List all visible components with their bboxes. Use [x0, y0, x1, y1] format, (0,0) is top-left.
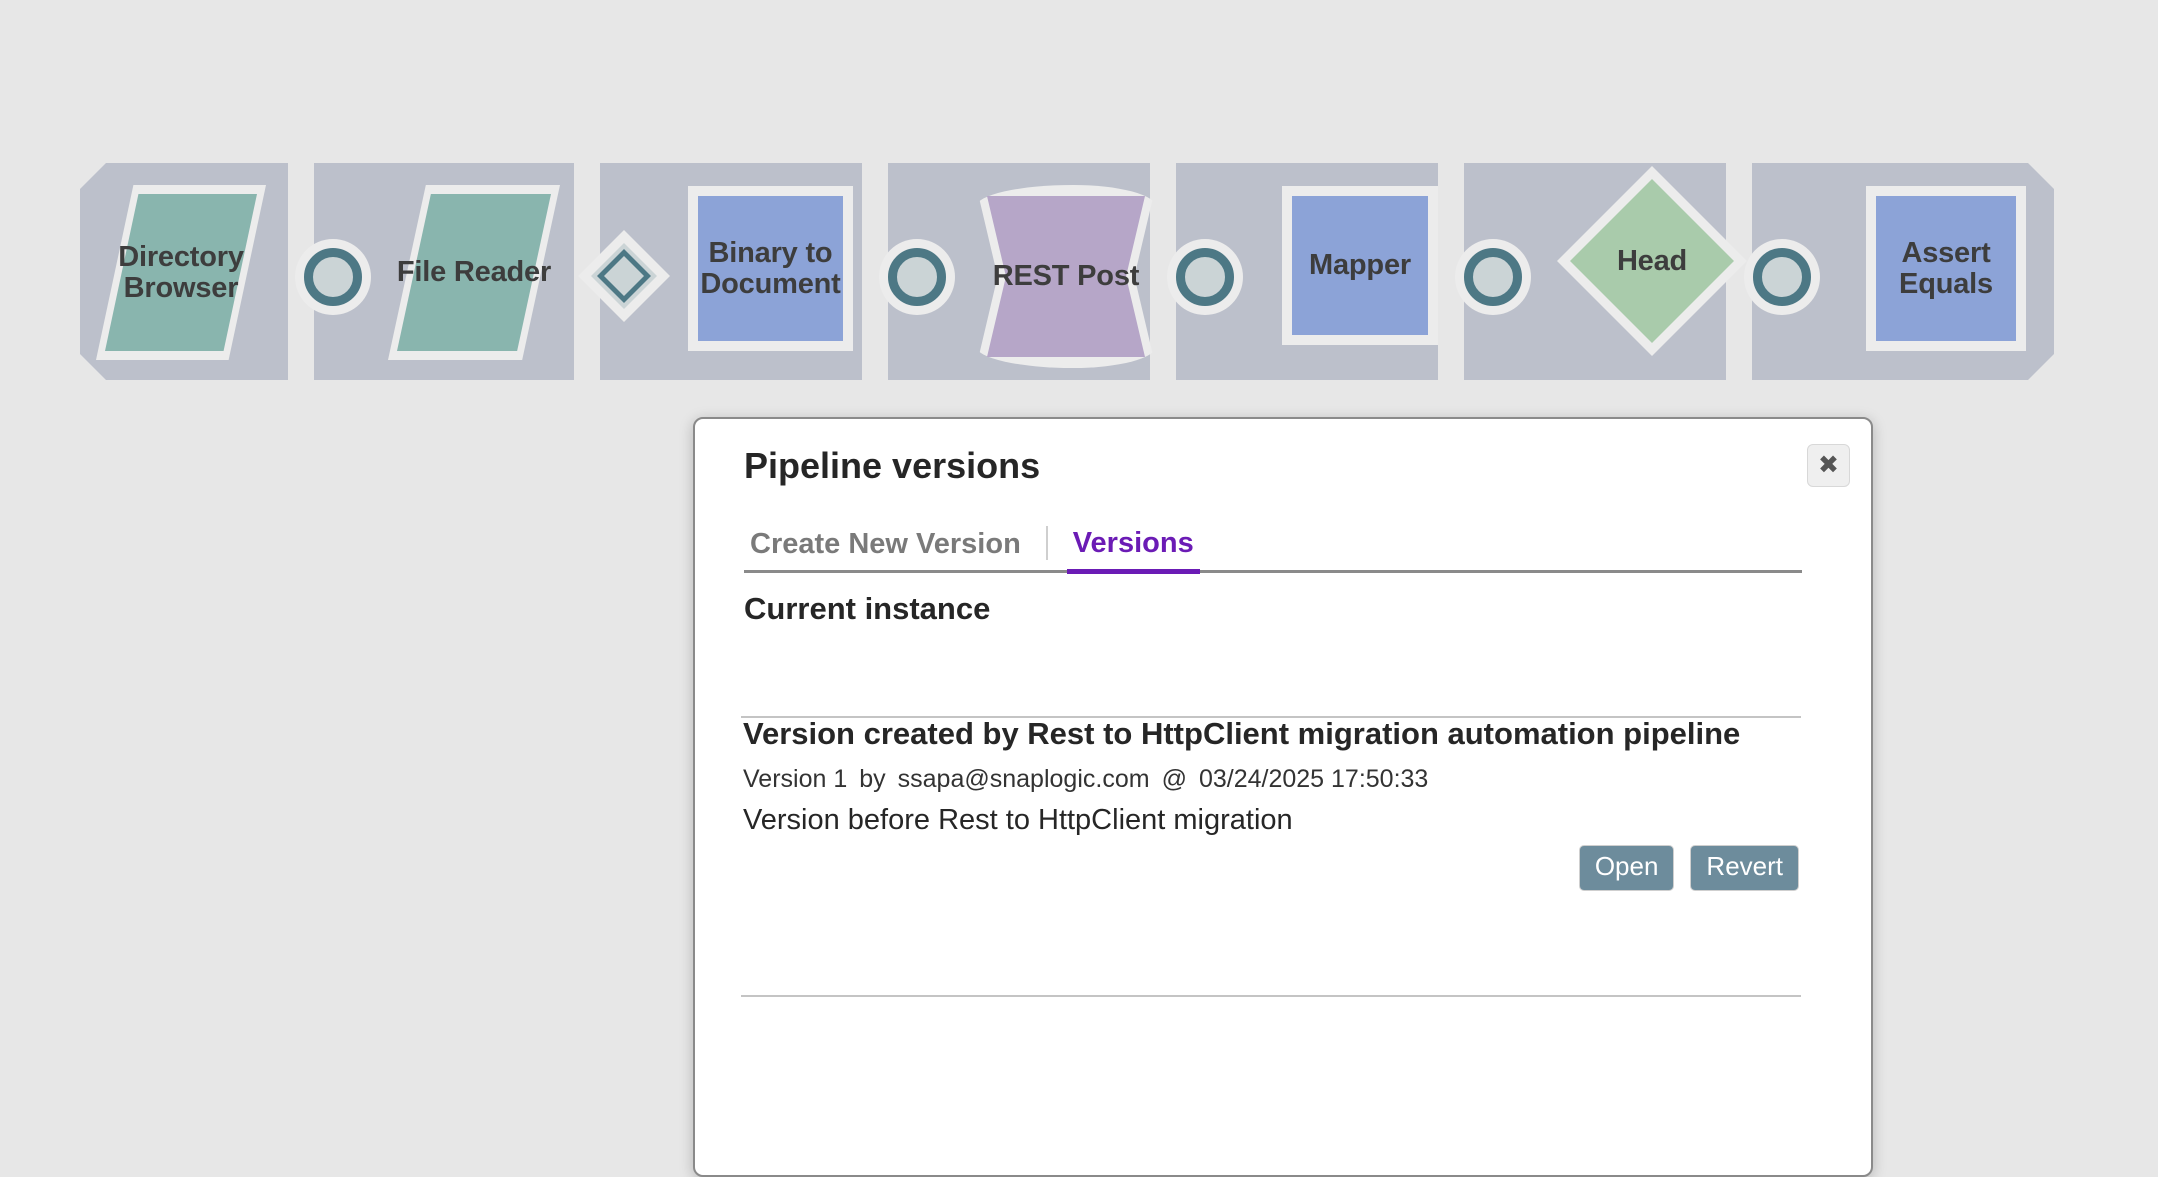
link-circle-icon[interactable]	[1167, 239, 1243, 315]
at-label: @	[1161, 765, 1187, 793]
current-instance-label: Current instance	[744, 591, 991, 626]
link-circle-icon[interactable]	[1455, 239, 1531, 315]
square-shape	[688, 186, 853, 351]
parallelogram-shape	[96, 185, 266, 360]
snap-node-label: Assert Equals	[1899, 237, 1993, 300]
tab-divider	[1045, 526, 1048, 560]
snap-node-label: Head	[1616, 244, 1688, 277]
divider	[741, 995, 1801, 997]
snap-node-label: REST Post	[992, 260, 1140, 293]
revert-button[interactable]: Revert	[1690, 845, 1799, 891]
version-actions: Open Revert	[1578, 845, 1799, 891]
parallelogram-shape	[388, 185, 560, 360]
snap-node-mapper[interactable]: Mapper	[1282, 186, 1438, 345]
version-description: Version before Rest to HttpClient migrat…	[743, 804, 1293, 836]
pipeline-versions-dialog: Pipeline versions ✖ Create New Version V…	[693, 417, 1873, 1177]
link-circle-icon[interactable]	[1744, 239, 1820, 315]
dialog-tabs: Create New Version Versions	[744, 524, 1802, 574]
dialog-title: Pipeline versions	[744, 445, 1041, 486]
version-meta: Version 1 by ssapa@snaplogic.com @03/24/202…	[743, 765, 1440, 794]
by-label: by	[859, 765, 886, 793]
barrel-shape	[976, 185, 1156, 368]
version-timestamp: 03/24/2025 17:50:33	[1198, 765, 1429, 793]
tab-create-new-version[interactable]: Create New Version	[750, 528, 1021, 560]
version-author: ssapa@snaplogic.com	[897, 765, 1150, 793]
snap-node-file-reader[interactable]: File Reader	[388, 185, 560, 360]
snap-node-label: Binary to Document	[700, 237, 841, 300]
snap-node-binary-to-document[interactable]: Binary to Document	[688, 186, 853, 351]
snap-node-label: Mapper	[1309, 249, 1411, 282]
link-circle-icon[interactable]	[295, 239, 371, 315]
square-shape	[1282, 186, 1438, 345]
version-title: Version created by Rest to HttpClient mi…	[743, 716, 1741, 751]
snap-node-directory-browser[interactable]: Directory Browser	[96, 185, 266, 360]
divider	[741, 716, 1801, 718]
pipeline-canvas[interactable]: Directory Browser File Reader Binary to …	[0, 0, 2158, 400]
tab-versions[interactable]: Versions	[1066, 527, 1200, 574]
open-button[interactable]: Open	[1578, 845, 1675, 891]
snap-node-assert-equals[interactable]: Assert Equals	[1866, 186, 2026, 351]
snap-node-label: File Reader	[396, 256, 552, 289]
diamond-shape	[1557, 166, 1747, 356]
snap-node-rest-post[interactable]: REST Post	[976, 185, 1156, 368]
snap-node-head[interactable]: Head	[1557, 166, 1747, 356]
link-diamond-icon[interactable]	[578, 230, 670, 322]
close-icon[interactable]: ✖	[1807, 444, 1850, 487]
square-shape	[1866, 186, 2026, 351]
snap-node-label: Directory Browser	[118, 241, 244, 304]
version-number: Version 1	[743, 765, 848, 793]
link-circle-icon[interactable]	[879, 239, 955, 315]
